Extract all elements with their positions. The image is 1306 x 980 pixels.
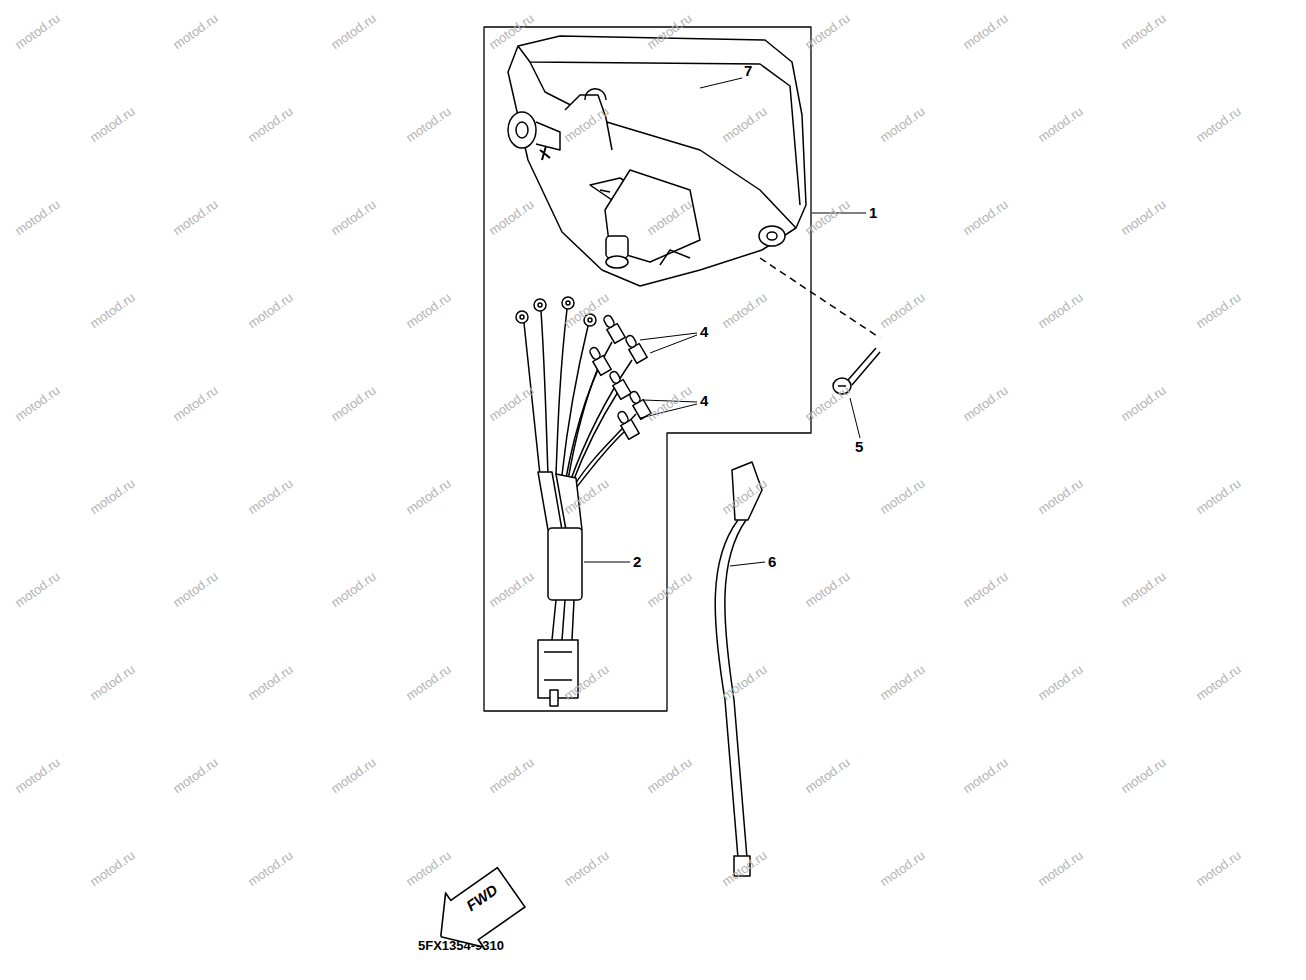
watermark: motod.ru xyxy=(12,755,63,797)
watermark: motod.ru xyxy=(486,383,537,425)
watermark: motod.ru xyxy=(960,383,1011,425)
watermark: motod.ru xyxy=(328,383,379,425)
watermark: motod.ru xyxy=(644,197,695,239)
watermark: motod.ru xyxy=(561,104,612,146)
watermark: motod.ru xyxy=(12,11,63,53)
watermark: motod.ru xyxy=(1193,476,1244,518)
watermark: motod.ru xyxy=(719,104,770,146)
watermark: motod.ru xyxy=(802,569,853,611)
watermark: motod.ru xyxy=(1035,662,1086,704)
watermark: motod.ru xyxy=(170,197,221,239)
watermark: motod.ru xyxy=(1193,290,1244,332)
watermark: motod.ru xyxy=(719,848,770,890)
watermark: motod.ru xyxy=(1118,569,1169,611)
watermark: motod.ru xyxy=(719,476,770,518)
callout-number: 1 xyxy=(869,204,877,221)
watermark: motod.ru xyxy=(245,848,296,890)
arrow-shape xyxy=(422,860,530,963)
callout-number: 2 xyxy=(633,553,641,570)
watermark: motod.ru xyxy=(960,11,1011,53)
watermark: motod.ru xyxy=(87,662,138,704)
watermark: motod.ru xyxy=(486,755,537,797)
watermark: motod.ru xyxy=(561,662,612,704)
watermark: motod.ru xyxy=(877,104,928,146)
watermark: motod.ru xyxy=(403,104,454,146)
watermark: motod.ru xyxy=(403,662,454,704)
watermark: motod.ru xyxy=(328,755,379,797)
watermark: motod.ru xyxy=(644,569,695,611)
watermark: motod.ru xyxy=(403,848,454,890)
watermark: motod.ru xyxy=(403,290,454,332)
watermark: motod.ru xyxy=(486,569,537,611)
watermark: motod.ru xyxy=(561,476,612,518)
watermark: motod.ru xyxy=(1193,848,1244,890)
watermark: motod.ru xyxy=(644,755,695,797)
watermark: motod.ru xyxy=(1193,662,1244,704)
callout-number: 6 xyxy=(768,553,776,570)
watermark: motod.ru xyxy=(486,11,537,53)
watermark: motod.ru xyxy=(960,755,1011,797)
watermark: motod.ru xyxy=(170,383,221,425)
watermark: motod.ru xyxy=(328,11,379,53)
watermark: motod.ru xyxy=(87,476,138,518)
watermark: motod.ru xyxy=(802,755,853,797)
watermark: motod.ru xyxy=(245,290,296,332)
watermark: motod.ru xyxy=(12,197,63,239)
watermark: motod.ru xyxy=(802,383,853,425)
watermark: motod.ru xyxy=(486,197,537,239)
watermark: motod.ru xyxy=(561,290,612,332)
watermark: motod.ru xyxy=(12,383,63,425)
watermark: motod.ru xyxy=(1035,848,1086,890)
callout-number: 7 xyxy=(744,62,752,79)
watermark: motod.ru xyxy=(245,476,296,518)
watermark: motod.ru xyxy=(87,290,138,332)
watermark: motod.ru xyxy=(1118,197,1169,239)
callout-number: 4 xyxy=(700,392,708,409)
watermark: motod.ru xyxy=(170,755,221,797)
watermark: motod.ru xyxy=(87,848,138,890)
callout-number: 5 xyxy=(855,438,863,455)
watermark: motod.ru xyxy=(877,476,928,518)
watermark: motod.ru xyxy=(1035,476,1086,518)
watermark: motod.ru xyxy=(1118,11,1169,53)
watermark: motod.ru xyxy=(1035,104,1086,146)
watermark: motod.ru xyxy=(87,104,138,146)
watermark: motod.ru xyxy=(170,11,221,53)
callout-number: 4 xyxy=(700,323,708,340)
watermark: motod.ru xyxy=(1118,755,1169,797)
watermark: motod.ru xyxy=(328,569,379,611)
watermark: motod.ru xyxy=(719,662,770,704)
install-line xyxy=(760,258,880,338)
watermark: motod.ru xyxy=(1118,383,1169,425)
watermark: motod.ru xyxy=(719,290,770,332)
meter-housing xyxy=(508,36,806,286)
watermark: motod.ru xyxy=(877,290,928,332)
watermark: motod.ru xyxy=(12,569,63,611)
watermark: motod.ru xyxy=(245,662,296,704)
watermark: motod.ru xyxy=(170,569,221,611)
bulb-socket xyxy=(587,313,651,439)
watermark: motod.ru xyxy=(644,11,695,53)
watermark: motod.ru xyxy=(960,569,1011,611)
watermark: motod.ru xyxy=(960,197,1011,239)
watermark: motod.ru xyxy=(644,383,695,425)
watermark: motod.ru xyxy=(561,848,612,890)
watermark: motod.ru xyxy=(877,662,928,704)
watermark: motod.ru xyxy=(1193,104,1244,146)
watermark: motod.ru xyxy=(403,476,454,518)
watermark: motod.ru xyxy=(1035,290,1086,332)
watermark: motod.ru xyxy=(328,197,379,239)
watermark: motod.ru xyxy=(802,197,853,239)
assembly-frame xyxy=(484,27,811,711)
leader-line xyxy=(584,78,866,566)
watermark: motod.ru xyxy=(245,104,296,146)
watermark: motod.ru xyxy=(877,848,928,890)
watermark: motod.ru xyxy=(802,11,853,53)
wire-harness xyxy=(516,297,636,706)
